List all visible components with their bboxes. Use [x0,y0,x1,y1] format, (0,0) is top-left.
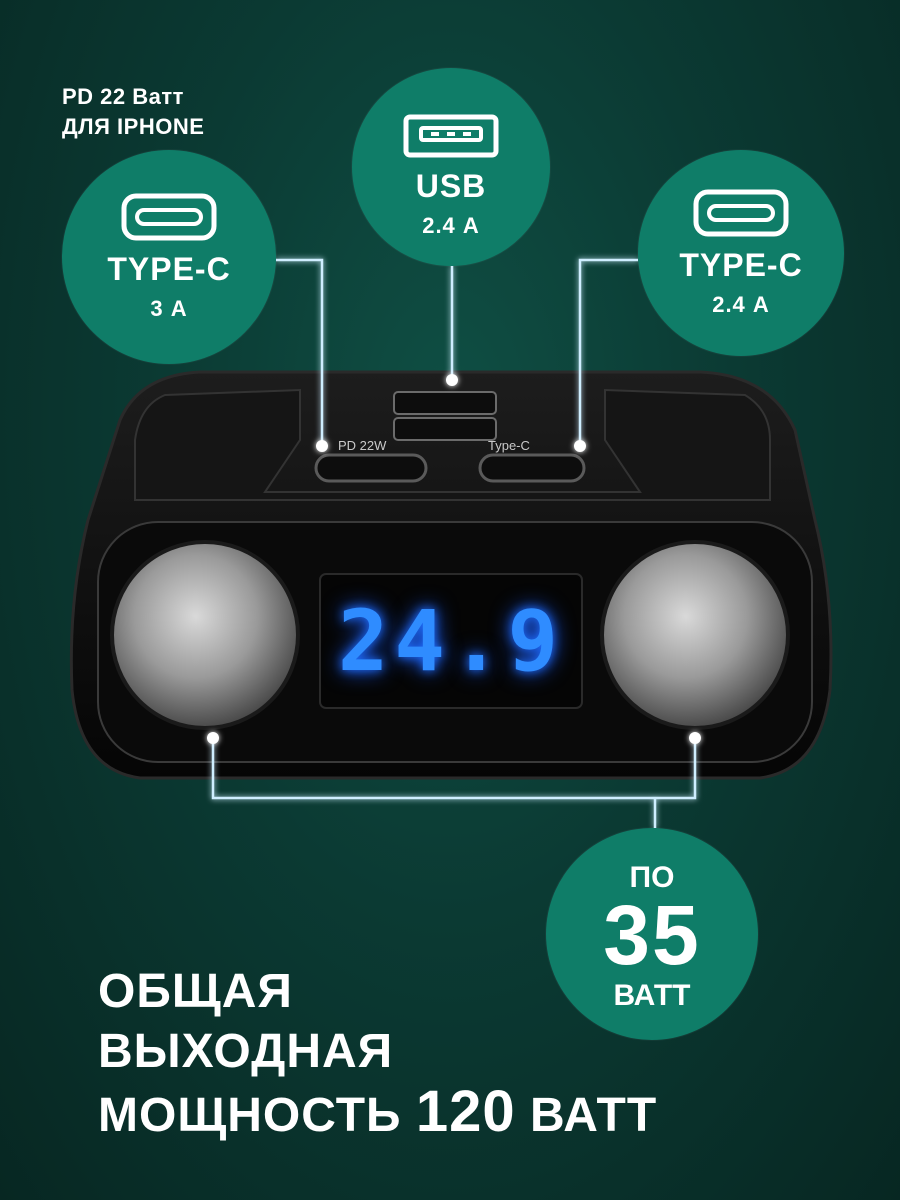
badge-middle-title: USB [415,167,487,204]
socket-right [600,540,790,730]
lcd-window [319,573,583,709]
port-label-typec: Type-C [488,438,530,453]
socket-power-prefix: ПО [629,861,675,894]
headline-total-unit: ВАТТ [530,1089,658,1142]
pd-note-line1: PD 22 Ватт [62,84,184,109]
headline-line3-text: МОЩНОСТЬ [98,1089,402,1142]
badge-right-value: 2.4 А [712,291,770,317]
pd-note: PD 22 Ватт ДЛЯ IPHONE [62,82,204,142]
badge-socket-power: ПО 35 ВАТТ [546,828,758,1040]
badge-typec-left: TYPE-C 3 А [62,150,276,364]
connector-dots [207,374,701,744]
voltage-display: 24.9 [337,592,565,690]
headline-line3: МОЩНОСТЬ 120 ВАТТ [98,1082,657,1146]
pd-note-line2: ДЛЯ IPHONE [62,114,205,139]
badge-typec-right: TYPE-C 2.4 А [638,150,844,356]
badge-left-value: 3 А [150,295,188,321]
usb-c-port-icon [478,453,586,483]
headline-line2: ВЫХОДНАЯ [98,1025,394,1078]
port-label-pd: PD 22W [338,438,387,453]
socket-left [110,540,300,730]
socket-power-value: 35 [603,888,701,982]
headline: ОБЩАЯ ВЫХОДНАЯ МОЩНОСТЬ 120 ВАТТ [98,962,657,1146]
usb-a-port-icon [393,417,497,441]
device-top-panel [134,388,771,501]
badge-right-title: TYPE-C [679,246,803,283]
badge-left-title: TYPE-C [107,250,231,287]
badge-middle-value: 2.4 А [422,212,480,238]
usb-c-port-icon [693,189,789,236]
badge-usb: USB 2.4 А [352,68,550,266]
socket-power-unit: ВАТТ [613,979,691,1012]
usb-c-port-icon [314,453,428,483]
usb-a-port-icon [403,114,499,157]
connector-lines [211,258,697,828]
usb-c-port-icon [121,193,217,240]
headline-total-value: 120 [415,1079,516,1144]
usb-a-port-icon [393,391,497,415]
headline-line1: ОБЩАЯ [98,965,293,1018]
